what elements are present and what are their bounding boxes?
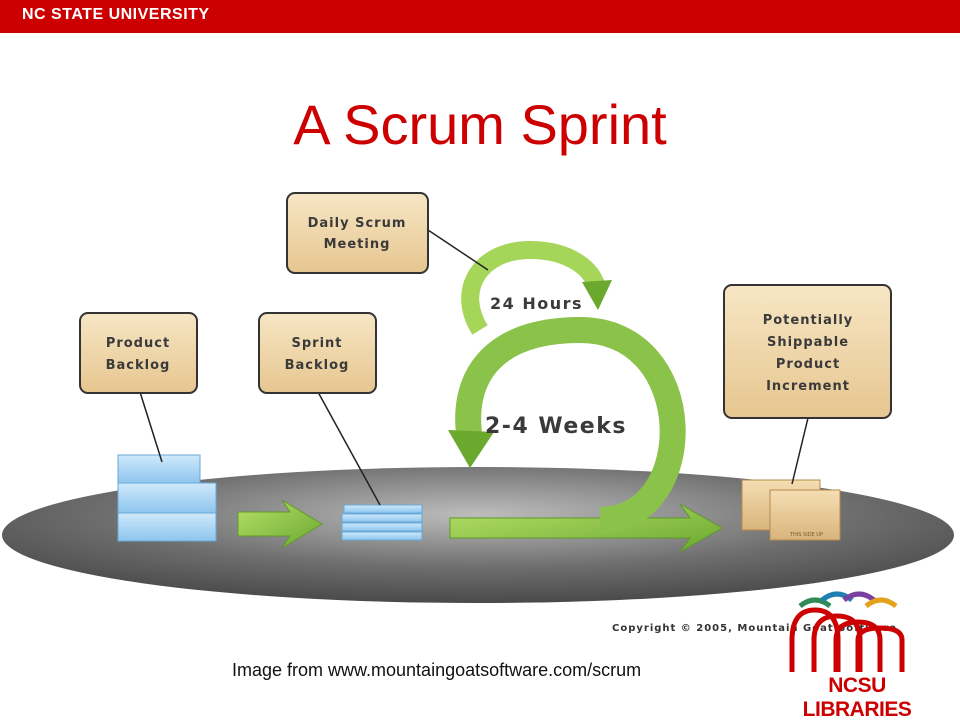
header-bar: NC STATE UNIVERSITY bbox=[0, 0, 960, 33]
ncsu-libraries-logo-icon bbox=[789, 591, 905, 672]
ncsu-libraries-logo-text: NCSU LIBRARIES bbox=[802, 674, 912, 721]
product-backlog-blocks bbox=[117, 454, 217, 542]
copyright-notice: Copyright © 2005, Mountain Goat Software bbox=[612, 623, 897, 634]
callout-sprint-backlog-line2: Backlog bbox=[285, 358, 350, 373]
sprint-loop-arrow bbox=[448, 240, 724, 553]
callout-daily-scrum-line1: Daily Scrum bbox=[308, 216, 407, 231]
box-stamp-text: THIS SIDE UP bbox=[789, 532, 823, 538]
loop-label-24-hours: 24 Hours bbox=[490, 294, 583, 313]
callout-increment: Potentially Shippable Product Increment bbox=[723, 284, 892, 419]
loop-label-2-4-weeks: 2-4 Weeks bbox=[485, 414, 627, 439]
callout-product-backlog-line1: Product bbox=[106, 336, 170, 351]
callout-pointers bbox=[139, 229, 809, 506]
callout-product-backlog: Product Backlog bbox=[79, 312, 198, 394]
callout-product-backlog-line2: Backlog bbox=[106, 358, 171, 373]
image-caption: Image from www.mountaingoatsoftware.com/… bbox=[232, 660, 642, 680]
callout-daily-scrum-line2: Meeting bbox=[324, 237, 391, 252]
callout-daily-scrum: Daily Scrum Meeting bbox=[286, 192, 429, 274]
callout-increment-line4: Increment bbox=[766, 379, 850, 394]
callout-sprint-backlog-line1: Sprint bbox=[291, 336, 342, 351]
flow-arrow-icon bbox=[237, 499, 323, 549]
callout-increment-line1: Potentially bbox=[763, 313, 854, 328]
callout-increment-line2: Shippable bbox=[767, 335, 849, 350]
slide-title: A Scrum Sprint bbox=[293, 93, 667, 156]
shipping-box-icon: THIS SIDE UP bbox=[741, 479, 841, 541]
university-brand: NC STATE UNIVERSITY bbox=[22, 6, 210, 23]
callout-sprint-backlog: Sprint Backlog bbox=[258, 312, 377, 394]
sprint-backlog-stack bbox=[341, 504, 423, 541]
callout-increment-line3: Product bbox=[776, 357, 840, 372]
